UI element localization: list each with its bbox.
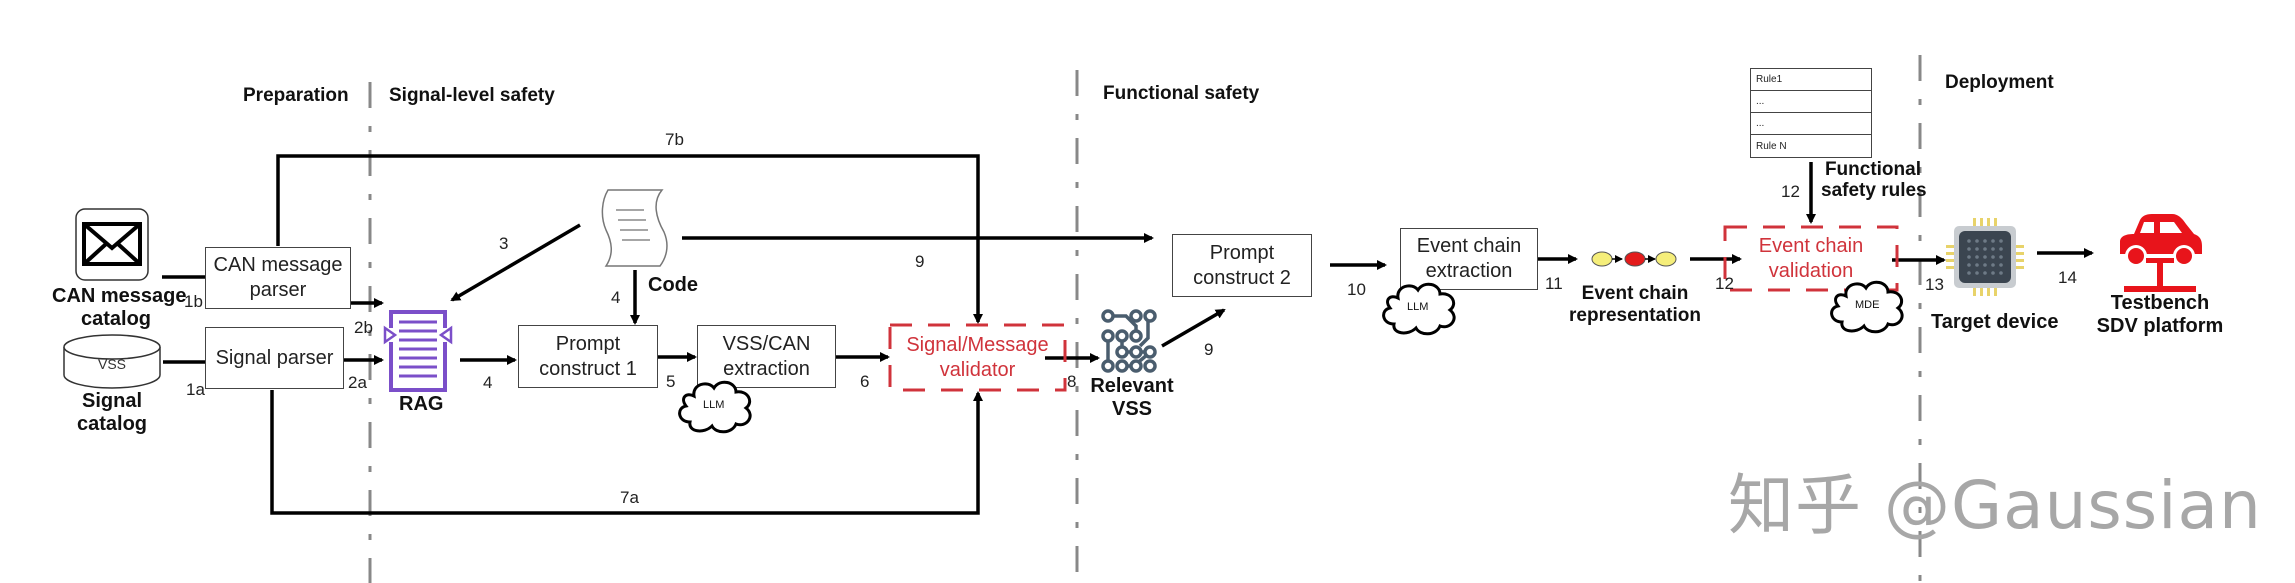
code-document-icon[interactable] xyxy=(600,188,672,268)
edge-label-6: 6 xyxy=(860,372,870,391)
section-deployment: Deployment xyxy=(1945,72,2054,93)
edge-label-5: 5 xyxy=(666,372,676,391)
car-lift-icon[interactable] xyxy=(2116,214,2202,294)
llm-cloud-icon-2 xyxy=(1382,282,1456,336)
edge-label-9-top: 9 xyxy=(915,252,925,271)
rule-row: ... xyxy=(1751,113,1871,135)
code-label: Code xyxy=(648,274,698,296)
edge-label-3: 3 xyxy=(499,234,509,253)
cylinder-text: VSS xyxy=(98,356,127,372)
edge-label-12-rules: 12 xyxy=(1781,182,1800,201)
section-functional: Functional safety xyxy=(1103,83,1260,104)
edge-label-2b: 2b xyxy=(354,318,373,337)
edge-9-vss xyxy=(1161,308,1226,348)
event-chain-icon xyxy=(1591,251,1677,267)
edge-label-13: 13 xyxy=(1925,275,1944,294)
signal-parser-node[interactable]: Signal parser xyxy=(205,327,344,389)
watermark: 知乎 @Gaussian xyxy=(1728,467,2262,544)
database-cylinder-icon xyxy=(63,334,161,389)
edge-label-8: 8 xyxy=(1067,372,1077,391)
mde-cloud-icon xyxy=(1830,280,1904,334)
edge-label-1a: 1a xyxy=(186,380,205,399)
edge-label-14: 14 xyxy=(2058,268,2077,287)
chip-icon[interactable] xyxy=(1944,216,2026,298)
rule-row: Rule1 xyxy=(1751,69,1871,91)
llm-label-2: LLM xyxy=(1407,301,1429,313)
llm-label-1: LLM xyxy=(703,399,725,411)
edge-label-4-code: 4 xyxy=(611,288,621,307)
edge-label-9-vss: 9 xyxy=(1204,340,1214,359)
edge-label-7a: 7a xyxy=(620,488,639,507)
edge-label-11: 11 xyxy=(1545,274,1563,293)
ec-validation-border xyxy=(1723,225,1899,292)
edge-label-1b: 1b xyxy=(184,292,203,311)
circuit-vss-icon xyxy=(1101,309,1157,373)
rag-icon[interactable] xyxy=(382,310,454,392)
edge-label-2a: 2a xyxy=(348,373,367,392)
edge-label-12-in: 12 xyxy=(1715,274,1734,293)
target-device-label: Target device xyxy=(1931,311,2059,333)
rule-row: Rule N xyxy=(1756,140,1787,152)
rule-row: ... xyxy=(1751,91,1871,113)
envelope-icon xyxy=(75,208,149,281)
section-preparation: Preparation xyxy=(243,85,349,106)
edge-3 xyxy=(450,223,581,302)
section-signal-level: Signal-level safety xyxy=(389,85,555,106)
validator-border xyxy=(888,323,1067,392)
edge-7a xyxy=(270,390,983,515)
edge-label-7b: 7b xyxy=(665,130,684,149)
rules-table: Rule1 ... ... Rule N xyxy=(1750,68,1872,158)
mde-label: MDE xyxy=(1855,299,1880,311)
edge-label-4-rag: 4 xyxy=(483,373,493,392)
edge-label-10: 10 xyxy=(1347,280,1366,299)
llm-cloud-icon xyxy=(678,380,752,434)
rag-label: RAG xyxy=(399,393,444,415)
